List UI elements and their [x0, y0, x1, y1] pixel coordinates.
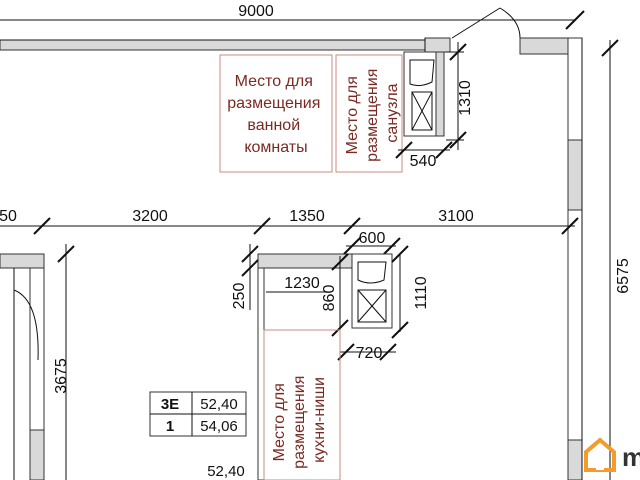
- dim-right-height: 6575: [601, 39, 632, 480]
- dim-seg-1: 3200: [132, 208, 168, 225]
- right-wall: [519, 37, 583, 480]
- house-logo-icon: [584, 437, 616, 472]
- dim-wall-250-label: 250: [231, 283, 248, 310]
- dim-kitchen-depth-c-label: 860: [321, 285, 338, 312]
- left-walls: [0, 253, 45, 480]
- vent-shaft-kitchen: [351, 253, 393, 329]
- dim-kitchen-width-b: 720: [337, 343, 397, 362]
- dim-kitchen-depth-b: 1110: [391, 245, 430, 339]
- toilet-zone: Место для размещения санузла: [335, 54, 403, 173]
- dim-kitchen-depth-a-label: 1230: [284, 275, 320, 292]
- dim-total-width-label: 9000: [238, 3, 274, 20]
- dim-bath-width: 540: [395, 141, 453, 170]
- watermark-letter: m: [622, 442, 640, 472]
- dim-left-height-label: 3675: [53, 358, 70, 394]
- kitchen-zone: Место для размещения кухни-ниши: [263, 329, 341, 480]
- area-row-1-label: 1: [166, 418, 174, 435]
- area-table: 3E 52,40 1 54,06 52,40: [149, 391, 247, 480]
- dim-total-width: 9000: [0, 3, 585, 30]
- area-row-0-label: 3E: [161, 396, 179, 413]
- bathroom-zone-label: Место для размещения ванной комнаты: [227, 73, 325, 156]
- dim-wall-250: 250: [231, 244, 259, 310]
- dim-kitchen-width: 600: [343, 230, 401, 255]
- dim-bath-depth-label: 1310: [457, 80, 474, 116]
- dim-kitchen-depth-a: 1230: [266, 275, 330, 293]
- area-row-1-value: 54,06: [200, 418, 238, 435]
- vent-shaft-top: [403, 51, 445, 137]
- dim-seg-2: 1350: [289, 208, 325, 225]
- area-row-0-value: 52,40: [200, 396, 238, 413]
- bathroom-zone: Место для размещения ванной комнаты: [219, 54, 333, 173]
- top-wall: [0, 37, 451, 53]
- toilet-zone-label: Место для размещения санузла: [344, 64, 401, 162]
- area-extra-value: 52,40: [207, 463, 245, 480]
- dim-left-height: 3675: [53, 244, 75, 480]
- dim-seg-3: 3100: [438, 208, 474, 225]
- dim-bath-width-label: 540: [410, 153, 437, 170]
- dim-bath-depth: 1310: [446, 42, 474, 150]
- door-arc-top: [451, 7, 521, 39]
- dim-kitchen-depth-c: 860: [321, 253, 349, 337]
- dim-seg-left: 50: [0, 208, 17, 225]
- dim-kitchen-depth-b-label: 1110: [413, 276, 430, 309]
- dim-kitchen-width-b-label: 720: [356, 345, 383, 362]
- dim-right-height-label: 6575: [615, 258, 632, 294]
- dim-chain-middle: 50 3200 1350 3100: [0, 208, 579, 235]
- dim-kitchen-width-label: 600: [359, 230, 386, 247]
- kitchen-zone-label: Место для размещения кухни-ниши: [271, 371, 328, 469]
